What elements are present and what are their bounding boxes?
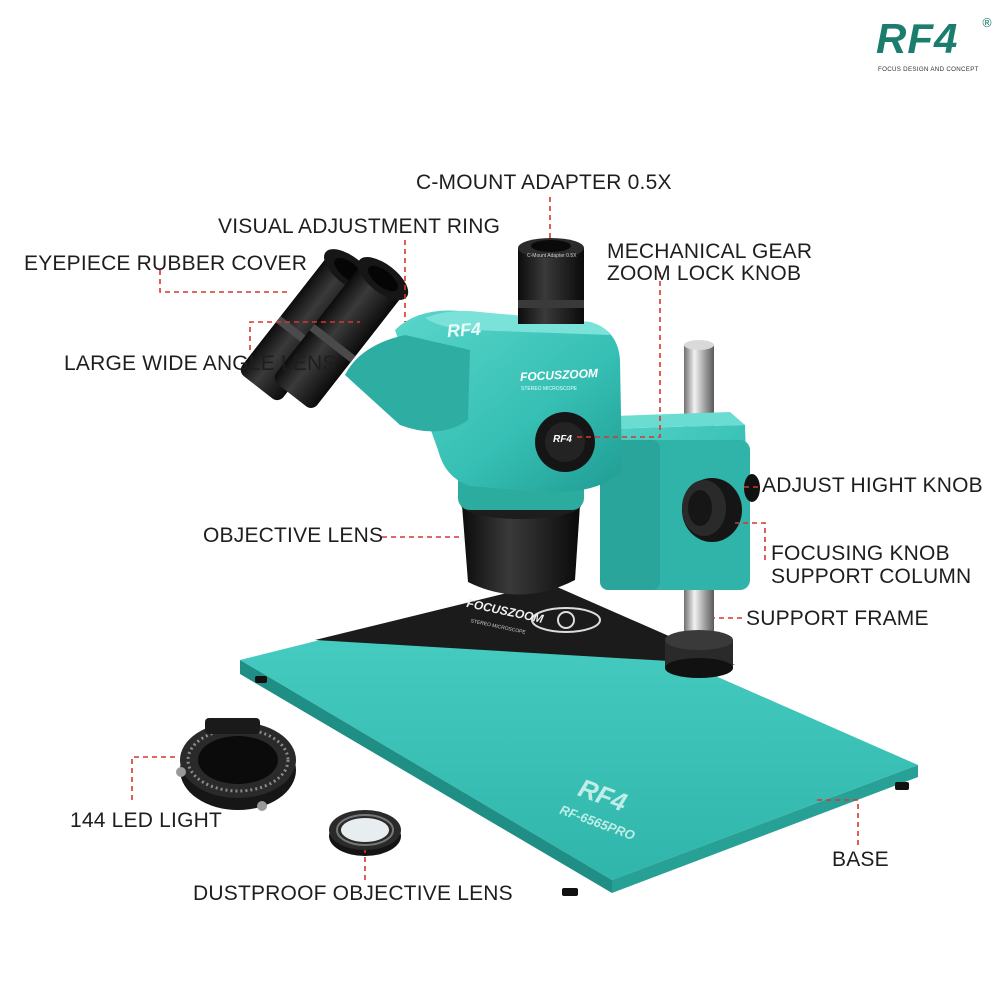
label-zoom-lock-knob: ZOOM LOCK KNOB xyxy=(607,262,802,285)
label-144-led-light: 144 LED LIGHT xyxy=(70,809,222,832)
dustproof-lens-ring xyxy=(329,810,401,856)
base-plate xyxy=(240,583,918,896)
leader-focusing xyxy=(735,522,766,560)
label-base: BASE xyxy=(832,848,889,871)
leader-lines xyxy=(131,197,859,880)
leader-mechanical-gear xyxy=(575,272,661,438)
label-mechanical-gear: MECHANICAL GEAR xyxy=(607,240,813,263)
label-dustproof-objective-lens: DUSTPROOF OBJECTIVE LENS xyxy=(193,882,513,905)
label-support-frame: SUPPORT FRAME xyxy=(746,607,929,630)
adapter-print: C-Mount Adapter 0.5X xyxy=(527,253,577,259)
leader-wide-angle xyxy=(249,321,360,350)
label-adjust-hight-knob: ADJUST HIGHT KNOB xyxy=(762,474,983,497)
label-objective-lens: OBJECTIVE LENS xyxy=(203,524,384,547)
leader-eyepiece-cover xyxy=(159,270,290,293)
brand-logo: RF4 ® FOCUS DESIGN AND CONCEPT xyxy=(876,15,993,78)
leader-led xyxy=(131,756,178,800)
label-c-mount-adapter: C-MOUNT ADAPTER 0.5X xyxy=(416,171,672,194)
label-large-wide-angle-lens: LARGE WIDE ANGLE LENS xyxy=(64,352,337,375)
label-focusing-knob: FOCUSING KNOB xyxy=(771,542,950,565)
logo-brand: RF4 xyxy=(876,15,959,62)
microscope-head xyxy=(345,310,622,493)
knob-brand-print: RF4 xyxy=(553,434,572,445)
c-mount-adapter xyxy=(518,238,584,324)
label-eyepiece-rubber-cover: EYEPIECE RUBBER COVER xyxy=(24,252,308,275)
logo-tagline: FOCUS DESIGN AND CONCEPT xyxy=(878,66,979,73)
leader-base xyxy=(815,799,859,845)
label-visual-adjustment-ring: VISUAL ADJUSTMENT RING xyxy=(218,215,501,238)
led-ring-light xyxy=(176,718,296,811)
eyepieces xyxy=(240,249,409,408)
head-brand-print: RF4 xyxy=(446,318,482,342)
head-subtitle-print: STEREO MICROSCOPE xyxy=(521,386,578,392)
logo-registered-mark: ® xyxy=(981,16,993,30)
label-support-column: SUPPORT COLUMN xyxy=(771,565,972,588)
